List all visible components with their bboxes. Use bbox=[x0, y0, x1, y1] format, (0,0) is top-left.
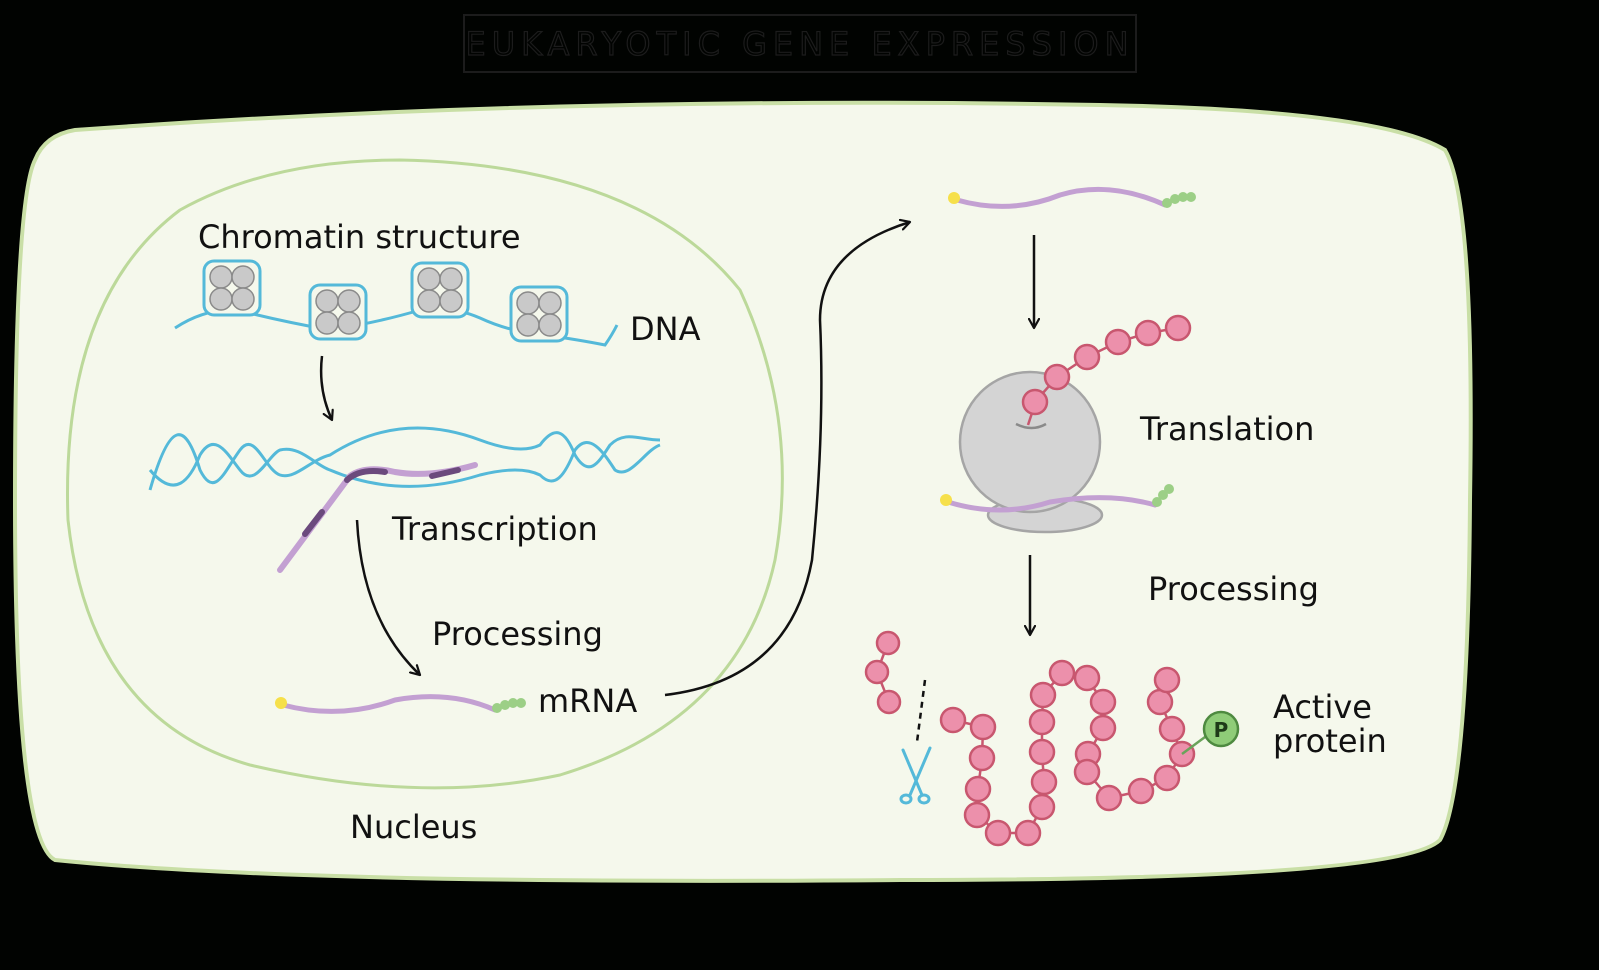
amino-acid bbox=[1148, 690, 1172, 714]
amino-acid bbox=[1045, 365, 1069, 389]
mrna-label: mRNA bbox=[538, 682, 637, 720]
poly-a-tail-bead bbox=[516, 698, 526, 708]
amino-acid bbox=[986, 821, 1010, 845]
five-prime-cap bbox=[948, 192, 960, 204]
amino-acid bbox=[1030, 795, 1054, 819]
amino-acid bbox=[1032, 770, 1056, 794]
diagram-title: EUKARYOTIC GENE EXPRESSION bbox=[465, 25, 1134, 63]
amino-acid bbox=[1075, 760, 1099, 784]
amino-acid bbox=[1075, 345, 1099, 369]
amino-acid bbox=[1091, 690, 1115, 714]
processing-label-cytoplasm: Processing bbox=[1148, 570, 1319, 608]
amino-acid bbox=[1030, 710, 1054, 734]
nucleus-label: Nucleus bbox=[350, 808, 477, 846]
amino-acid bbox=[1129, 779, 1153, 803]
amino-acid bbox=[941, 708, 965, 732]
five-prime-cap bbox=[940, 494, 952, 506]
transcription-label: Transcription bbox=[391, 510, 598, 548]
amino-acid bbox=[1023, 390, 1047, 414]
amino-acid bbox=[1016, 821, 1040, 845]
amino-acid bbox=[1075, 666, 1099, 690]
translation-label: Translation bbox=[1139, 410, 1314, 448]
phosphate-icon: P bbox=[1204, 712, 1238, 746]
amino-acid bbox=[1160, 717, 1184, 741]
amino-acid bbox=[1136, 321, 1160, 345]
chromatin-structure-label: Chromatin structure bbox=[198, 218, 521, 256]
amino-acid bbox=[966, 777, 990, 801]
amino-acid bbox=[878, 691, 900, 713]
amino-acid bbox=[1106, 330, 1130, 354]
amino-acid bbox=[1031, 683, 1055, 707]
dna-label: DNA bbox=[630, 310, 701, 348]
amino-acid bbox=[965, 803, 989, 827]
title-box: EUKARYOTIC GENE EXPRESSION bbox=[464, 15, 1136, 72]
amino-acid bbox=[1091, 716, 1115, 740]
histone-icon bbox=[204, 261, 260, 315]
amino-acid bbox=[1097, 786, 1121, 810]
amino-acid bbox=[877, 632, 899, 654]
amino-acid bbox=[970, 746, 994, 770]
processing-label-nucleus: Processing bbox=[432, 615, 603, 653]
poly-a-tail-bead bbox=[1186, 192, 1196, 202]
active-protein-label-line2: protein bbox=[1273, 722, 1387, 760]
amino-acid bbox=[1155, 766, 1179, 790]
poly-a-tail-bead bbox=[1164, 484, 1174, 494]
amino-acid bbox=[866, 661, 888, 683]
histone-icon bbox=[511, 287, 567, 341]
histone-icon bbox=[310, 285, 366, 339]
phosphate-label: P bbox=[1214, 718, 1229, 742]
histone-icon bbox=[412, 263, 468, 317]
amino-acid bbox=[1166, 316, 1190, 340]
five-prime-cap bbox=[275, 697, 287, 709]
amino-acid bbox=[1030, 740, 1054, 764]
amino-acid bbox=[1155, 668, 1179, 692]
active-protein-label-line1: Active bbox=[1273, 688, 1372, 726]
amino-acid bbox=[971, 715, 995, 739]
amino-acid bbox=[1050, 661, 1074, 685]
